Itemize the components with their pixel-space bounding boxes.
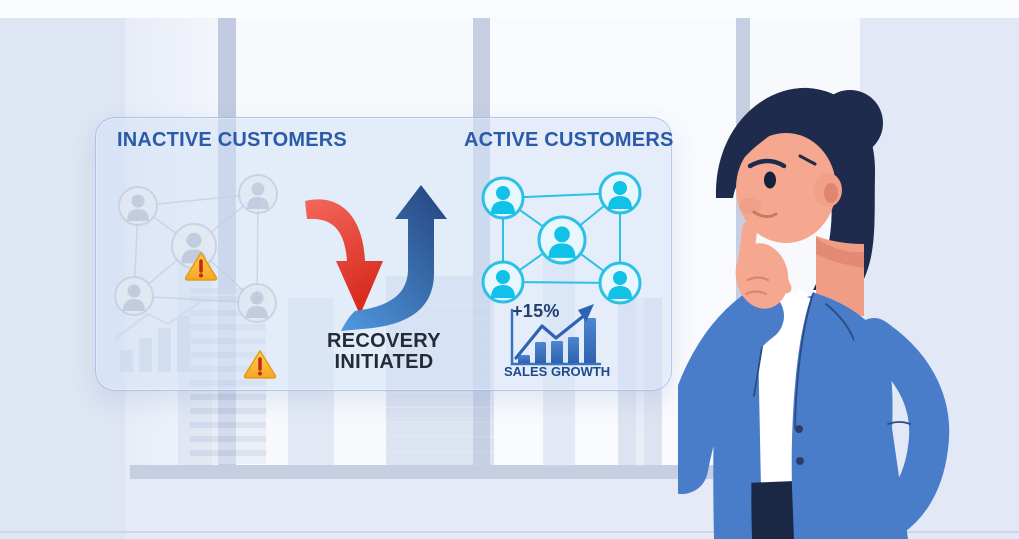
- window-sill: [130, 465, 742, 479]
- inactive-user-node: [114, 174, 278, 323]
- sales-growth-bar: [534, 342, 547, 363]
- growth-chart-axes: [510, 308, 602, 366]
- woman-button: [795, 425, 803, 433]
- inactive-network-icon: [114, 174, 278, 323]
- active-user-node: [481, 171, 642, 305]
- inactive-section-title: INACTIVE CUSTOMERS: [117, 129, 347, 151]
- floor-line: [0, 531, 1019, 533]
- woman-thinking-illustration: [678, 87, 950, 539]
- recovery-status-line2: INITIATED: [334, 351, 434, 373]
- woman-ear-inner: [824, 183, 838, 203]
- woman-eyebrow: [747, 158, 787, 169]
- woman-button: [796, 457, 804, 465]
- woman-arm-akimbo: [854, 318, 950, 539]
- sales-growth-trend-icon: [514, 304, 594, 360]
- sales-growth-bars: [518, 318, 596, 363]
- transition-arrows: [305, 185, 447, 331]
- active-network-icon: [481, 171, 642, 305]
- growth-badge: +15%: [512, 301, 560, 321]
- woman-blazer: [678, 290, 950, 539]
- warning-triangle-icon: [184, 252, 218, 281]
- woman-mouth: [752, 210, 778, 219]
- recovery-status-label: RECOVERY INITIATED: [310, 331, 458, 373]
- active-section-title: ACTIVE CUSTOMERS: [464, 129, 674, 151]
- warning-triangle-icon: [243, 350, 277, 379]
- woman-arm-raised: [678, 290, 784, 494]
- woman-cheek: [739, 198, 761, 214]
- woman-hair-strand: [798, 154, 817, 166]
- woman-hand: [735, 220, 792, 309]
- sales-growth-bar: [551, 340, 563, 363]
- woman-neck-shadow: [816, 238, 864, 268]
- sales-growth-bar: [567, 336, 580, 363]
- red-decline-arrow-icon: [305, 199, 383, 315]
- woman-eye: [764, 171, 776, 189]
- sales-growth-bar: [584, 318, 596, 363]
- blue-recovery-arrow-icon: [341, 185, 447, 331]
- window-top-strip: [0, 0, 1019, 18]
- woman-hair-front: [718, 89, 868, 198]
- sales-growth-bar: [518, 354, 530, 363]
- sales-growth-caption: SALES GROWTH: [504, 364, 611, 379]
- recovery-status-line1: RECOVERY: [327, 330, 441, 352]
